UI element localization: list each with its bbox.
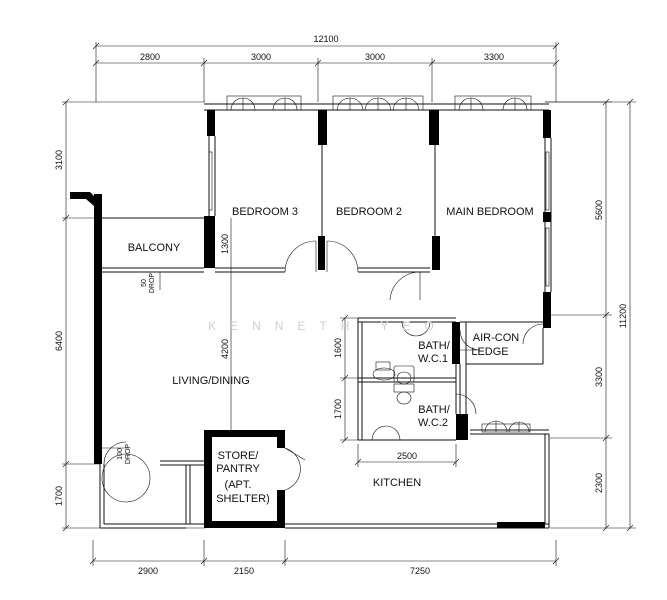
dim-right-seg-2: 3300	[594, 367, 604, 387]
dim-balcony-depth: 1300	[220, 234, 230, 254]
label-store-line-2: PANTRY	[216, 463, 260, 475]
drop-notes: 50 DROP 100 DROP	[117, 273, 156, 465]
dim-kitchen-width: 2500	[397, 451, 417, 461]
dim-top-seg-1: 2800	[140, 52, 160, 62]
label-bath-1-line-2: W.C.1	[418, 353, 448, 365]
note-drop50-a: 50	[141, 279, 148, 287]
label-aircon-line-2: LEDGE	[471, 346, 508, 358]
label-store-line-3: (APT.	[225, 479, 252, 491]
dim-top-seg-4: 3300	[484, 52, 504, 62]
dim-bottom-seg-3: 7250	[410, 566, 430, 576]
note-drop100-a: 100	[117, 448, 124, 460]
dim-right-seg-1: 5600	[594, 200, 604, 220]
label-bath-2-line-2: W.C.2	[418, 417, 448, 429]
label-kitchen: KITCHEN	[373, 477, 421, 489]
note-drop100-b: DROP	[125, 444, 132, 465]
note-drop50-b: DROP	[149, 273, 156, 294]
label-aircon-line-1: AIR-CON	[473, 332, 520, 344]
label-store-line-4: SHELTER)	[216, 493, 270, 505]
dim-left-seg-2: 6400	[54, 331, 64, 351]
drop-markers	[100, 272, 161, 449]
dimension-labels: 12100 2800 3000 3000 3300 2900 2150 7250…	[54, 34, 628, 576]
label-bedroom-3: BEDROOM 3	[232, 206, 298, 218]
dim-top-seg-3: 3000	[365, 52, 385, 62]
dim-bottom-seg-1: 2900	[138, 566, 158, 576]
dim-left-seg-3: 1700	[54, 486, 64, 506]
bath-fixtures	[372, 361, 415, 405]
walls	[70, 103, 552, 529]
label-balcony: BALCONY	[128, 242, 181, 254]
windows	[208, 95, 550, 433]
label-bedroom-2: BEDROOM 2	[336, 206, 402, 218]
dimension-lines	[62, 42, 636, 566]
doors	[101, 240, 544, 503]
dim-living-depth: 4200	[220, 339, 230, 359]
dim-top-overall: 12100	[313, 34, 338, 44]
dim-bottom-seg-2: 2150	[234, 566, 254, 576]
dim-left-seg-1: 3100	[54, 150, 64, 170]
dim-top-seg-2: 3000	[251, 52, 271, 62]
label-store-line-1: STORE/	[218, 450, 260, 462]
watermark-text: KENNETH YEO	[208, 319, 448, 333]
label-main-bedroom: MAIN BEDROOM	[446, 206, 533, 218]
label-bath-1-line-1: BATH/	[418, 340, 451, 352]
dim-right-overall: 11200	[618, 304, 628, 328]
room-labels: BEDROOM 3 BEDROOM 2 MAIN BEDROOM BALCONY…	[128, 206, 534, 505]
dim-bath2: 1700	[333, 399, 343, 419]
dim-right-seg-3: 2300	[594, 473, 604, 493]
dim-bath1: 1600	[333, 338, 343, 358]
label-living-dining: LIVING/DINING	[172, 375, 250, 387]
label-bath-2-line-1: BATH/	[418, 404, 451, 416]
